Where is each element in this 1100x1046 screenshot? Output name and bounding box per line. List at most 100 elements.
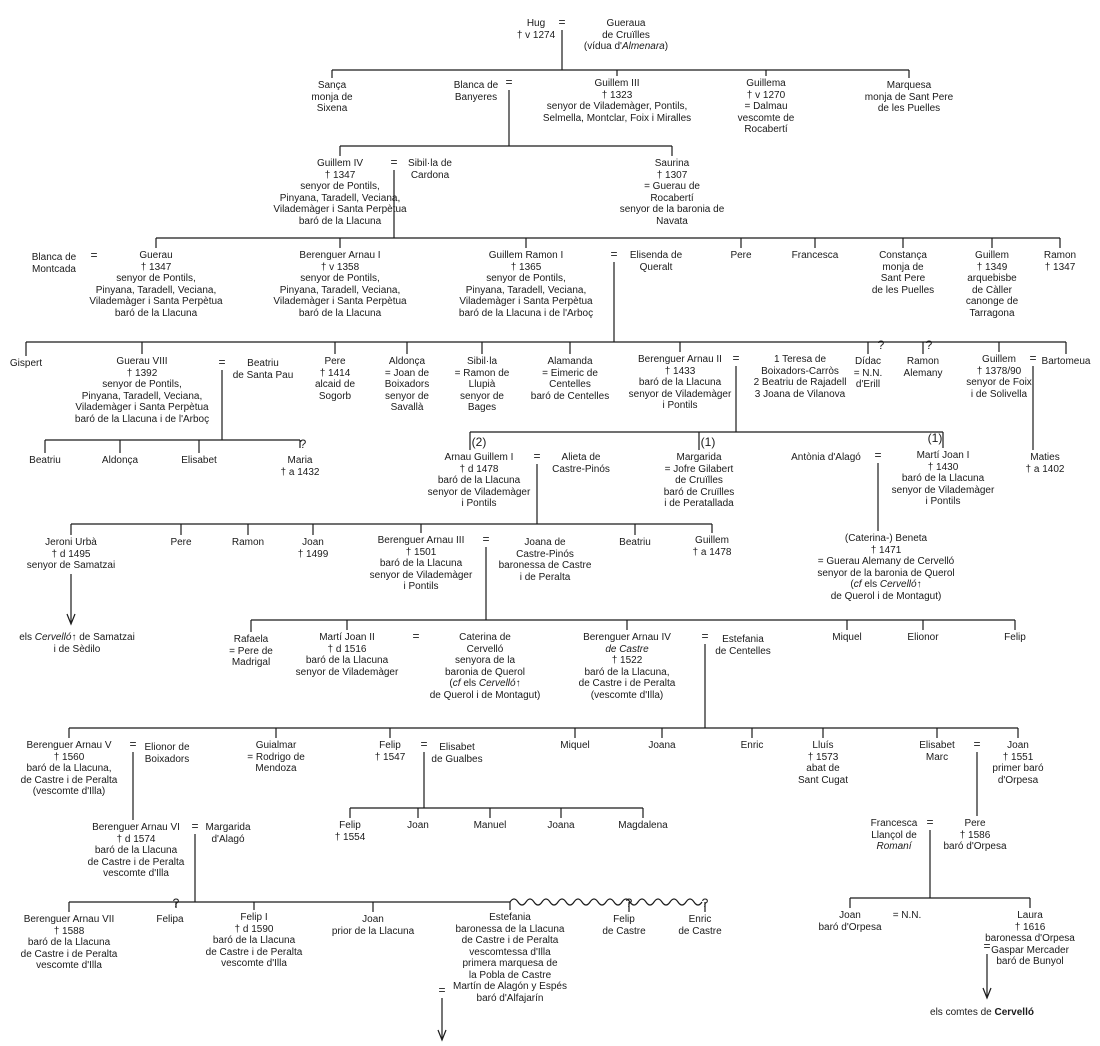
person-name: Elionor de bbox=[144, 742, 190, 753]
person-node: Elionor bbox=[907, 632, 938, 644]
person-detail: Boixadors bbox=[144, 753, 190, 765]
person-detail: † 1547 bbox=[374, 751, 406, 763]
marriage-symbol: = bbox=[1029, 351, 1037, 365]
person-name: Felipa bbox=[156, 914, 184, 925]
person-detail: baró de la Llacuna bbox=[298, 307, 382, 319]
person-detail: † 1522 bbox=[611, 655, 643, 666]
person-name: Constança bbox=[879, 250, 927, 261]
person-detail: arquebisbe bbox=[967, 273, 1017, 284]
marriage-symbol: = bbox=[533, 449, 541, 463]
person-name: Joana de bbox=[524, 537, 566, 548]
person-detail: Vilademàger i Santa Perpètua bbox=[273, 296, 407, 307]
person-detail: Castre-Pinós bbox=[552, 463, 610, 475]
person-node: Felip bbox=[1004, 632, 1026, 644]
person-node: (Caterina-) Beneta† 1471= Guerau Alemany… bbox=[817, 533, 954, 602]
person-node: Felip† 1554 bbox=[335, 820, 366, 843]
person-detail: † 1551 bbox=[1002, 751, 1034, 763]
person-detail: Rocabertí bbox=[744, 124, 788, 135]
marriage-symbol: = bbox=[973, 737, 981, 751]
person-detail: de Castre i de Peralta bbox=[20, 774, 118, 786]
person-detail: Mendoza bbox=[255, 763, 297, 774]
person-name: (Caterina-) Beneta bbox=[844, 533, 928, 544]
person-detail: baronessa d'Orpesa bbox=[985, 933, 1075, 944]
person-detail: Vilademàger i Santa Perpètua bbox=[459, 296, 593, 307]
person-name: Arnau Guillem I bbox=[444, 452, 514, 463]
person-detail: † 1365 bbox=[510, 261, 542, 273]
person-detail: baró d'Orpesa bbox=[818, 921, 882, 933]
person-name: Sibil·la bbox=[466, 356, 498, 367]
person-name: Manuel bbox=[473, 820, 507, 831]
person-name: Berenguer Arnau VII bbox=[23, 914, 115, 925]
person-detail: baró de la Llacuna bbox=[94, 845, 178, 856]
person-name: Margarida bbox=[205, 822, 251, 833]
person-detail: † a 1478 bbox=[692, 546, 732, 558]
person-name: Alieta de bbox=[561, 452, 601, 463]
person-detail: la Pobla de Castre bbox=[468, 969, 552, 981]
person-name: Caterina de bbox=[459, 632, 511, 643]
person-detail: senyor de Pontils, bbox=[102, 379, 182, 390]
person-detail: † d 1495 bbox=[51, 548, 91, 560]
person-name: Guillem bbox=[975, 250, 1009, 261]
person-node: Manuel bbox=[474, 820, 507, 832]
person-node: Joan bbox=[407, 820, 429, 832]
person-name: Elisabet bbox=[181, 455, 217, 466]
marriage-order-mark: (2) bbox=[471, 435, 487, 449]
person-name: Joan bbox=[839, 910, 861, 921]
person-detail: monja de bbox=[311, 91, 353, 103]
marriage-symbol: = bbox=[390, 155, 398, 169]
person-node: Joana bbox=[648, 740, 675, 752]
person-detail: baronia de Querol bbox=[444, 666, 526, 678]
person-name: Blanca de bbox=[31, 252, 77, 263]
person-detail: † 1378/90 bbox=[976, 365, 1022, 377]
person-name: els comtes de Cervelló bbox=[930, 1007, 1034, 1018]
uncertain-mark: ? bbox=[625, 896, 633, 910]
person-name: Rafaela bbox=[233, 634, 269, 645]
person-name: Estefania bbox=[722, 634, 764, 645]
person-detail: † a 1402 bbox=[1025, 463, 1065, 475]
person-name: Berenguer Arnau IV bbox=[583, 632, 671, 643]
person-detail: baró d'Orpesa bbox=[943, 841, 1007, 852]
person-name: Dídac bbox=[854, 356, 882, 367]
person-detail: † 1347 bbox=[140, 261, 172, 273]
person-detail: de Castre i de Peralta bbox=[20, 948, 118, 960]
person-detail: senyor de bbox=[460, 390, 504, 402]
person-detail: (vescomte d'Illa) bbox=[590, 689, 664, 701]
person-detail: baró de la Llacuna bbox=[437, 475, 521, 486]
person-node: = N.N. bbox=[893, 910, 922, 922]
person-node: Joan† 1499 bbox=[298, 537, 329, 560]
person-name: Berenguer Arnau I bbox=[299, 250, 381, 261]
person-detail: = Jofre Gilabert bbox=[664, 463, 734, 475]
person-detail: † 1414 bbox=[319, 367, 351, 379]
person-detail: Sant Pere bbox=[880, 273, 926, 284]
person-detail: † 1392 bbox=[126, 367, 158, 379]
person-detail: baró de la Llacuna i de l'Arboç bbox=[74, 413, 210, 425]
person-name: Saurina bbox=[654, 158, 690, 169]
person-name: Felip bbox=[1004, 632, 1026, 643]
person-detail: i de Sèdilo bbox=[53, 643, 101, 655]
person-name: Guillem bbox=[695, 535, 729, 546]
person-name: Elisenda de bbox=[629, 250, 683, 261]
marriage-symbol: = bbox=[482, 532, 490, 546]
marriage-symbol: = bbox=[610, 247, 618, 261]
person-detail: monja de Sant Pere bbox=[864, 91, 954, 103]
person-name: Joana bbox=[547, 820, 575, 831]
person-detail: Vilademàger i Santa Perpètua bbox=[273, 204, 407, 215]
person-detail: baró de la Llacuna bbox=[212, 935, 296, 946]
person-detail: baró de la Llacuna bbox=[298, 215, 382, 227]
person-detail: de Castre i de Peralta bbox=[205, 946, 303, 958]
